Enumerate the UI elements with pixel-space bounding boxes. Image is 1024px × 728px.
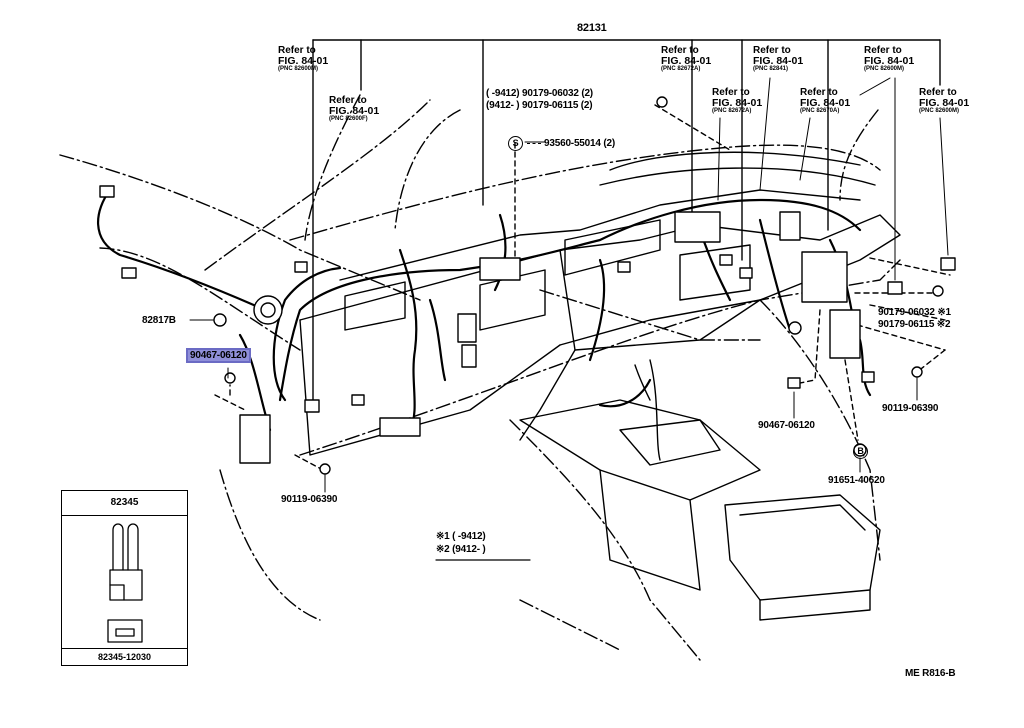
refer-text: Refer to [919,87,957,98]
body-outline [59,94,901,661]
dashboard-shell [299,151,901,456]
refer-label-1[interactable]: Refer to FIG. 84-01 (PNC 82600M) [278,46,328,73]
bolt-left-label[interactable]: 90119-06390 [281,494,338,505]
refer-pnc: (PNC 82600M) [278,66,319,72]
refer-fig: FIG. 84-01 [712,97,763,109]
inset-header[interactable]: 82345 [62,491,187,516]
refer-fig: FIG. 84-01 [329,105,380,117]
refer-label-6[interactable]: Refer to FIG. 84-01 (PNC 82672A) [712,88,762,115]
refer-fig: FIG. 84-01 [800,97,851,109]
refer-text: Refer to [712,87,750,98]
diagram-code: ME R816-B [905,668,956,679]
refer-pnc: (PNC 82670A) [800,108,840,114]
inset-part-drawing [107,523,143,643]
inset-box: 82345 82345-12030 [61,490,188,666]
refer-text: Refer to [753,45,791,56]
refer-label-5[interactable]: Refer to FIG. 84-01 (PNC 82600M) [864,46,914,73]
bolt-label-early[interactable]: ( -9412) 90179-06032 (2) [486,88,593,99]
refer-label-8[interactable]: Refer to FIG. 84-01 (PNC 82600M) [919,88,969,115]
wire-harness [97,188,872,432]
screw-s-label[interactable]: S 93560-55014 (2) [508,136,615,151]
refer-fig: FIG. 84-01 [661,55,712,67]
leader-dash [527,143,541,144]
main-leader-bracket [312,39,941,401]
b-symbol-icon: B [853,444,872,459]
b-symbol-text: B [853,444,868,459]
note-line-2: ※2 (9412- ) [436,544,486,555]
refer-text: Refer to [278,45,316,56]
refer-pnc: (PNC 82841) [753,66,789,72]
refer-fig: FIG. 84-01 [919,97,970,109]
refer-fig: FIG. 84-01 [753,55,804,67]
clip-right-label[interactable]: 90467-06120 [758,420,815,431]
clip-82817b-label[interactable]: 82817B [142,315,176,326]
bolt-label-late[interactable]: (9412- ) 90179-06115 (2) [486,100,593,111]
nut-label-1[interactable]: 90179-06032 ※1 [878,307,951,318]
highlighted-part-label[interactable]: 90467-06120 [186,348,251,363]
refer-label-3[interactable]: Refer to FIG. 84-01 (PNC 82672A) [661,46,711,73]
refer-pnc: (PNC 82600M) [864,66,905,72]
refer-label-7[interactable]: Refer to FIG. 84-01 (PNC 82670A) [800,88,850,115]
connectors [99,96,956,475]
bolt-right-label[interactable]: 90119-06390 [882,403,939,414]
note-line-1: ※1 ( -9412) [436,531,486,542]
center-console [519,359,881,621]
s-symbol-icon: S [508,136,523,151]
refer-text: Refer to [661,45,699,56]
main-part-number[interactable]: 82131 [577,22,607,34]
refer-pnc: (PNC 82600F) [329,116,368,122]
refer-text: Refer to [864,45,902,56]
refer-fig: FIG. 84-01 [278,55,329,67]
screw-b-label[interactable]: 91651-40620 [828,475,885,486]
screw-s-number: 93560-55014 (2) [544,138,615,150]
inset-footer[interactable]: 82345-12030 [62,648,187,665]
refer-label-2[interactable]: Refer to FIG. 84-01 (PNC 82600F) [329,96,379,123]
refer-fig: FIG. 84-01 [864,55,915,67]
refer-label-4[interactable]: Refer to FIG. 84-01 (PNC 82841) [753,46,803,73]
refer-pnc: (PNC 82672A) [661,66,701,72]
refer-text: Refer to [329,95,367,106]
refer-pnc: (PNC 82600M) [919,108,960,114]
refer-pnc: (PNC 82672A) [712,108,752,114]
dashed-leaders [214,104,951,471]
nut-label-2[interactable]: 90179-06115 ※2 [878,319,951,330]
refer-text: Refer to [800,87,838,98]
label-leaders [189,77,949,493]
